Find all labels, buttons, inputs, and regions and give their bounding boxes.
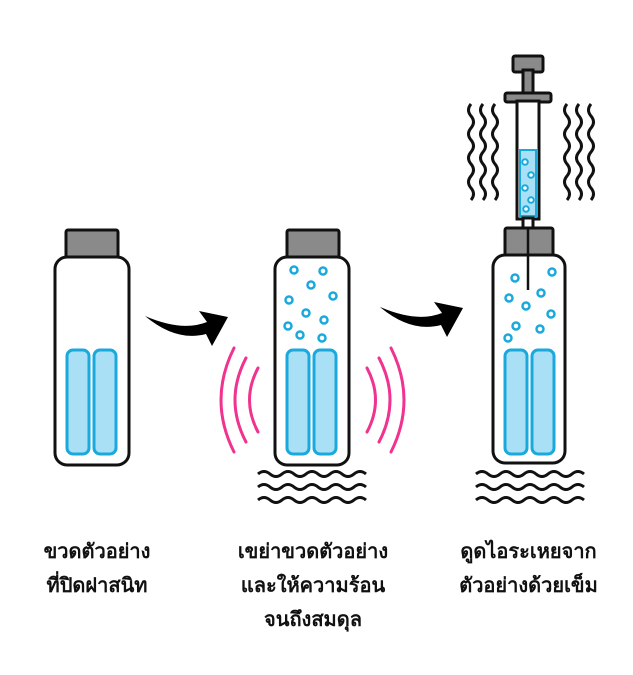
vial-1-cap [64,228,120,260]
fiber-icon [530,348,556,456]
step-2-caption-line-1: เขย่าขวดตัวอย่าง [237,539,389,563]
step-2-caption-line-2: และให้ความร้อน [240,573,386,597]
step-3-caption-line-1: ดูดไอระเหยจาก [460,539,597,563]
step-1-caption: ขวดตัวอย่าง ที่ปิดฝาสนิท [22,534,172,602]
heat-icon [474,470,586,504]
syringe-plunger-rod [521,68,535,97]
vapor-bubbles [503,267,557,343]
step-3-caption: ดูดไอระเหยจาก ตัวอย่างด้วยเข็ม [436,534,621,602]
heat-icon [256,470,368,504]
vial-2 [273,228,351,467]
step-1-caption-line-2: ที่ปิดฝาสนิท [46,573,148,597]
fiber-icon [65,348,91,456]
arrow-icon [380,302,463,337]
vapor-bubbles [283,265,338,343]
step-1-caption-line-1: ขวดตัวอย่าง [43,539,151,563]
vial-3 [491,226,567,465]
arrow-icon [145,311,228,346]
step-2-caption-line-3: จนถึงสมดุล [264,607,362,631]
fiber-icon [92,348,118,456]
shake-icon [219,346,406,454]
step-3-caption-line-2: ตัวอย่างด้วยเข็ม [459,573,598,597]
fiber-icon [285,348,311,456]
syringe-icon [503,54,553,232]
fiber-icon [503,348,529,456]
vial-2-cap [285,228,341,260]
vial-1 [53,228,131,467]
step-2-caption: เขย่าขวดตัวอย่าง และให้ความร้อน จนถึงสมด… [218,534,408,636]
fiber-icon [312,348,338,456]
